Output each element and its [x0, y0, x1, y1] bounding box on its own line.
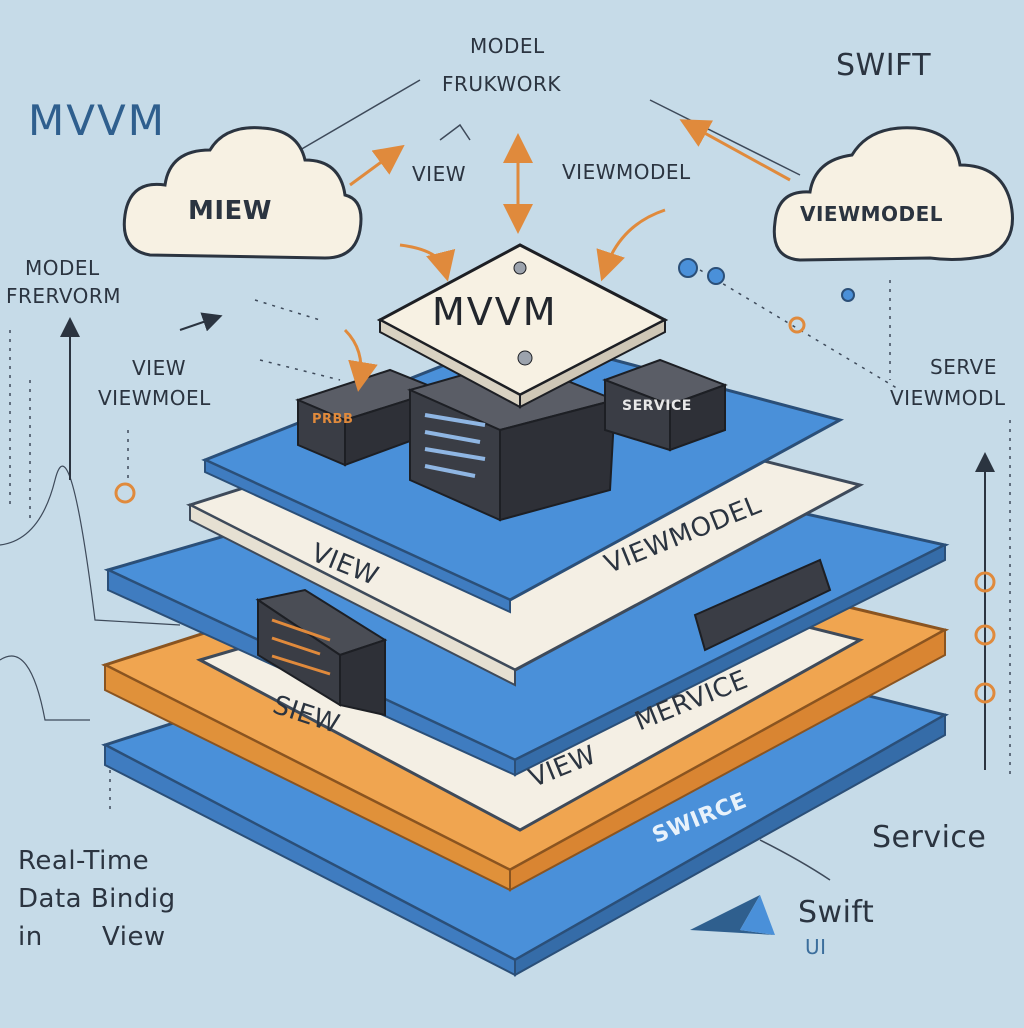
swift-logo-text: Swift	[798, 895, 875, 930]
right-label-serve: SERVE	[930, 355, 997, 379]
top-mvvm-card	[376, 243, 669, 409]
background-sketch-lines	[0, 79, 1011, 881]
blue-dots	[678, 258, 855, 302]
left-label-viewmoel: VIEWMOEL	[98, 386, 211, 410]
box-right-label: SERVICE	[622, 398, 692, 414]
box-lower-left	[255, 588, 388, 717]
orange-arrows	[343, 119, 791, 392]
box-lower-right	[693, 558, 832, 652]
title-mvvm: MVVM	[28, 96, 166, 145]
bottom-left-line3: in	[18, 922, 43, 952]
dark-arrows	[60, 312, 995, 770]
left-label-frervorm: FRERVORM	[6, 284, 122, 308]
bottom-left-line4: View	[102, 922, 166, 952]
box-left-label: PRBB	[312, 412, 354, 427]
cloud-right	[772, 126, 1014, 262]
bottom-right-service: Service	[872, 820, 987, 855]
arrow-label-viewmodel: VIEWMODEL	[562, 160, 691, 184]
bottom-left-line1: Real-Time	[18, 846, 150, 876]
card-label-mvvm: MVVM	[432, 290, 558, 334]
arrow-label-view: VIEW	[412, 162, 466, 186]
bottom-left-line2: Data Bindig	[18, 884, 176, 914]
cloud-right-label: VIEWMODEL	[800, 202, 944, 226]
left-label-view: VIEW	[132, 356, 186, 380]
cloud-left	[122, 126, 363, 260]
orange-dots	[114, 316, 996, 704]
left-label-model: MODEL	[25, 256, 100, 280]
label-framework: FRUKWORK	[442, 72, 561, 96]
right-label-viewmodl: VIEWMODL	[890, 386, 1006, 410]
swift-logo-subtext: UI	[805, 935, 827, 959]
box-right	[602, 358, 728, 452]
label-swift: SWIFT	[836, 48, 932, 83]
label-model: MODEL	[470, 34, 545, 58]
cloud-left-label: MIEW	[188, 196, 272, 226]
swift-logo-icon	[690, 895, 775, 935]
